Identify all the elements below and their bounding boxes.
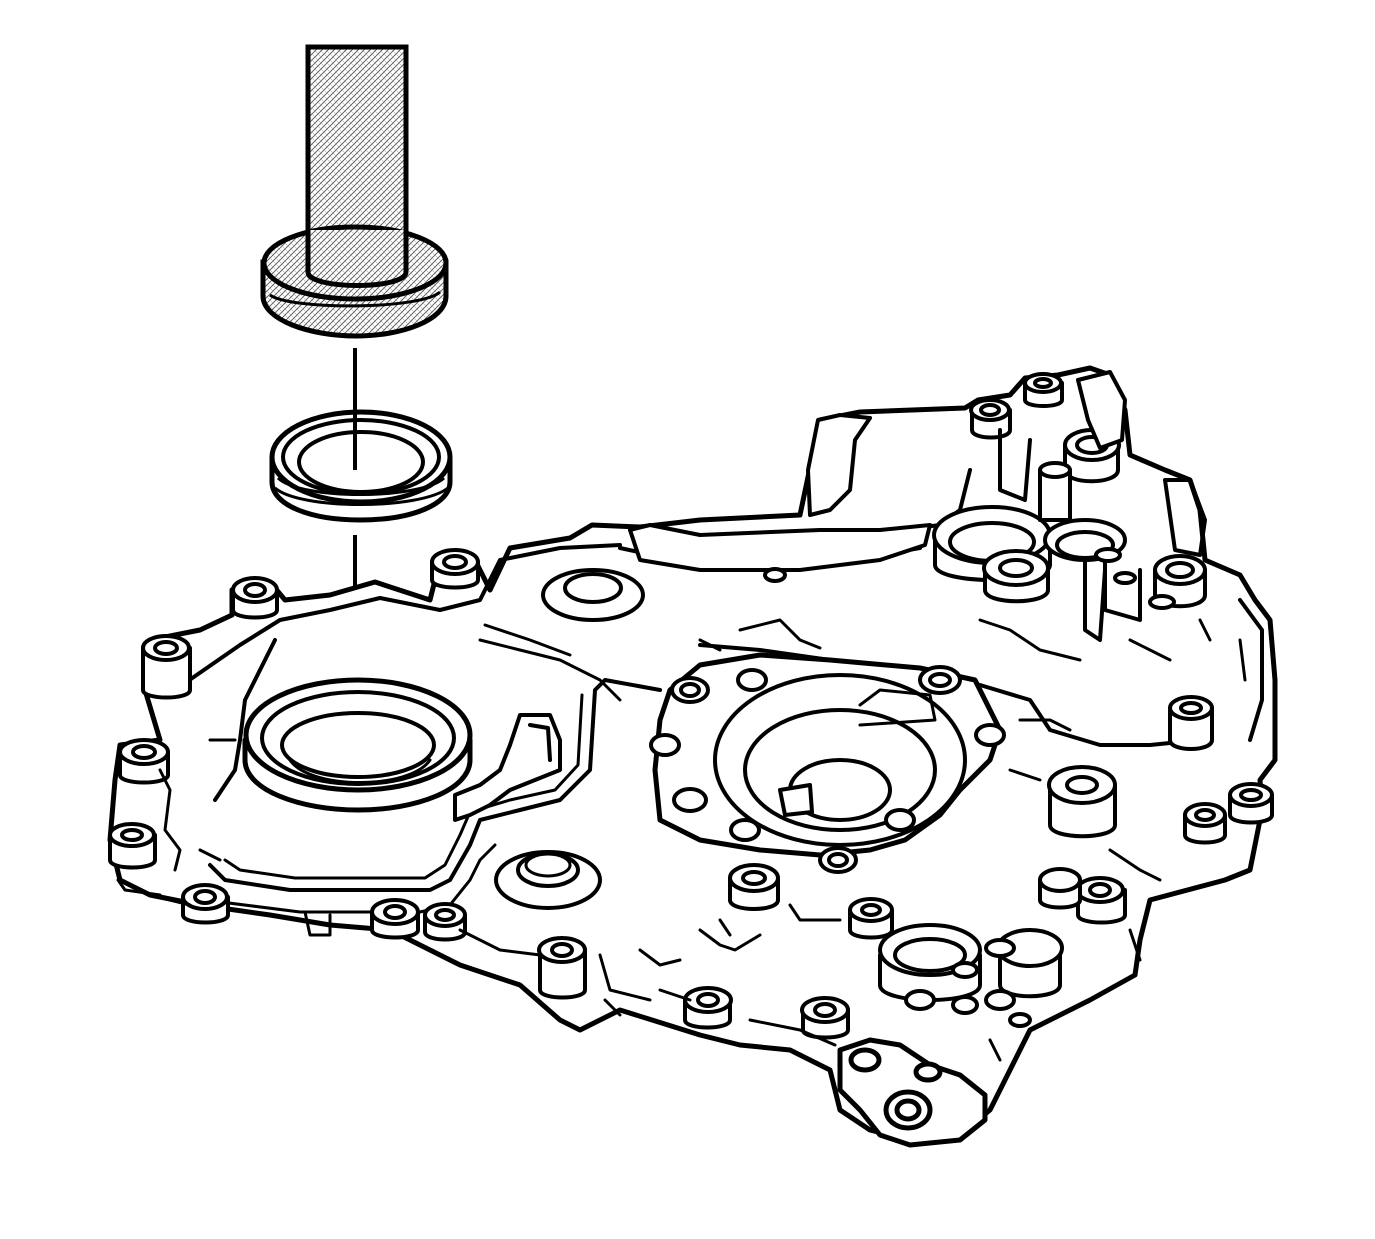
upper-arm-channel — [628, 413, 932, 583]
front-crankshaft-oil-seal — [269, 409, 453, 523]
casting-detail-lines — [116, 618, 1247, 1062]
lower-right-housing — [878, 923, 1064, 1028]
perimeter-bolt-bosses — [108, 548, 1274, 1040]
seal-installer-tool — [260, 44, 449, 339]
mounting-ear — [837, 1037, 988, 1148]
upper-boss — [541, 568, 645, 622]
upper-right-housing — [932, 370, 1264, 742]
left-runner — [453, 713, 562, 822]
lower-boss — [494, 850, 602, 910]
crankshaft-seal-bore — [242, 677, 473, 813]
pump-housing-flange — [652, 652, 1003, 858]
engine-front-cover — [107, 365, 1278, 1148]
flange-bolt-holes — [649, 665, 1006, 874]
